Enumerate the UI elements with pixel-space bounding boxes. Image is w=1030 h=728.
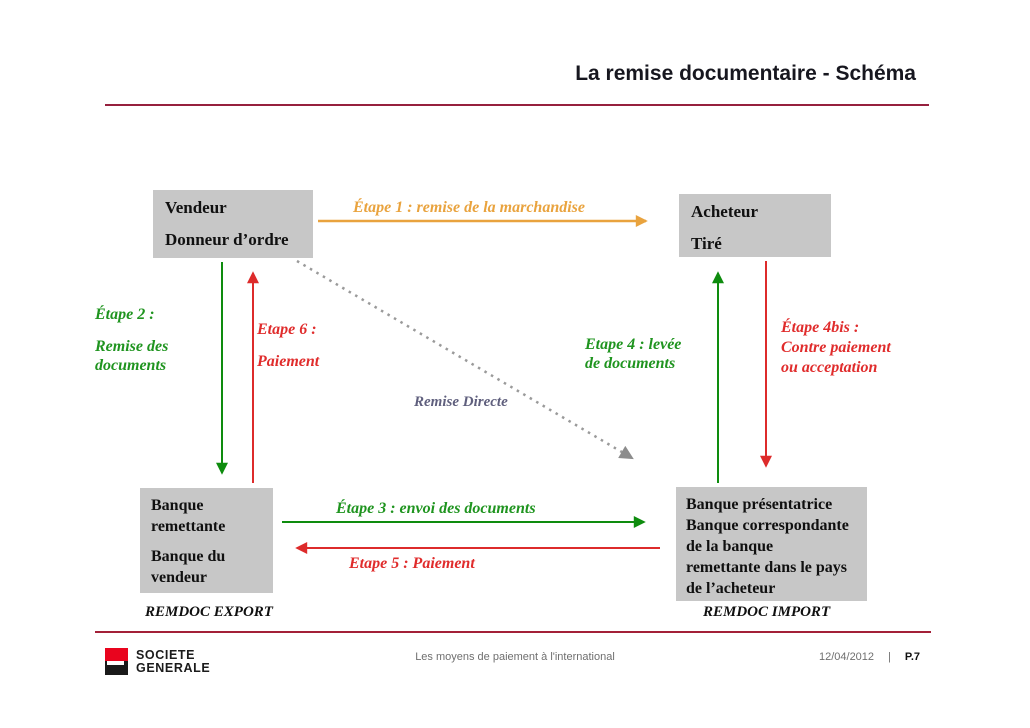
box-acheteur: Acheteur Tiré (679, 194, 831, 257)
wordmark-line2: GENERALE (136, 661, 211, 675)
label-etape4bis-line1: Étape 4bis : (781, 319, 860, 336)
label-etape4-line2: de documents (585, 355, 676, 372)
box-banque-presentatrice: Banque présentatrice Banque correspondan… (676, 487, 867, 601)
box-banque-presentatrice-line1: Banque présentatrice (686, 496, 833, 513)
label-remdoc-import: REMDOC IMPORT (703, 604, 831, 620)
box-banque-presentatrice-line3: de la banque (686, 538, 774, 555)
remise-directe-arrow (296, 259, 634, 460)
box-banque-presentatrice-line5: de l’acheteur (686, 580, 776, 597)
box-banque-remettante-group1: Banque remettante (151, 497, 226, 535)
box-banque-remettante-group2: Banque du vendeur (151, 548, 226, 586)
label-etape6: Etape 6 : Paiement (257, 320, 319, 371)
logo-white-stripe (107, 661, 124, 665)
label-remdoc-export: REMDOC EXPORT (145, 604, 273, 620)
box-vendeur-line2: Donneur d’ordre (165, 230, 289, 249)
label-etape4bis: Étape 4bis : Contre paiement ou acceptat… (781, 318, 891, 378)
label-etape2: Étape 2 : Remise des documents (95, 305, 205, 375)
box-vendeur: Vendeur Donneur d’ordre (153, 190, 313, 258)
label-etape6-body: Paiement (257, 353, 320, 370)
label-etape2-body: Remise des documents (95, 338, 169, 374)
label-etape4bis-line2: Contre paiement (781, 339, 891, 356)
label-etape2-title: Étape 2 : (95, 306, 155, 323)
title-divider (105, 104, 929, 106)
footer-separator: | (888, 651, 891, 663)
label-etape6-title: Etape 6 : (257, 321, 317, 338)
box-acheteur-line2: Tiré (691, 234, 722, 253)
label-etape3: Étape 3 : envoi des documents (336, 500, 536, 517)
box-vendeur-line1: Vendeur (165, 198, 227, 217)
label-remise-directe: Remise Directe (414, 394, 508, 410)
societe-generale-wordmark: SOCIETE GENERALE (136, 649, 210, 675)
label-etape4: Etape 4 : levée de documents (585, 335, 681, 373)
footer-divider (95, 631, 931, 633)
label-etape1: Étape 1 : remise de la marchandise (353, 199, 585, 216)
footer-page-number: P.7 (904, 651, 920, 663)
wordmark-line1: SOCIETE (136, 648, 196, 662)
box-banque-remettante: Banque remettante Banque du vendeur (140, 488, 273, 593)
societe-generale-logo (105, 648, 128, 675)
logo-red-block (105, 648, 128, 661)
box-acheteur-line1: Acheteur (691, 202, 759, 221)
footer-page-info: 12/04/2012 | P.7 (819, 651, 920, 663)
label-etape4-line1: Etape 4 : levée (585, 336, 682, 353)
footer-document-title: Les moyens de paiement à l'international (415, 651, 615, 663)
footer-date: 12/04/2012 (818, 651, 875, 663)
box-banque-presentatrice-line4: remettante dans le pays (686, 559, 848, 576)
page-title: La remise documentaire - Schéma (575, 62, 916, 85)
box-banque-presentatrice-line2: Banque correspondante (686, 517, 849, 534)
label-etape4bis-line3: ou acceptation (781, 359, 878, 376)
label-etape5: Etape 5 : Paiement (349, 555, 475, 572)
